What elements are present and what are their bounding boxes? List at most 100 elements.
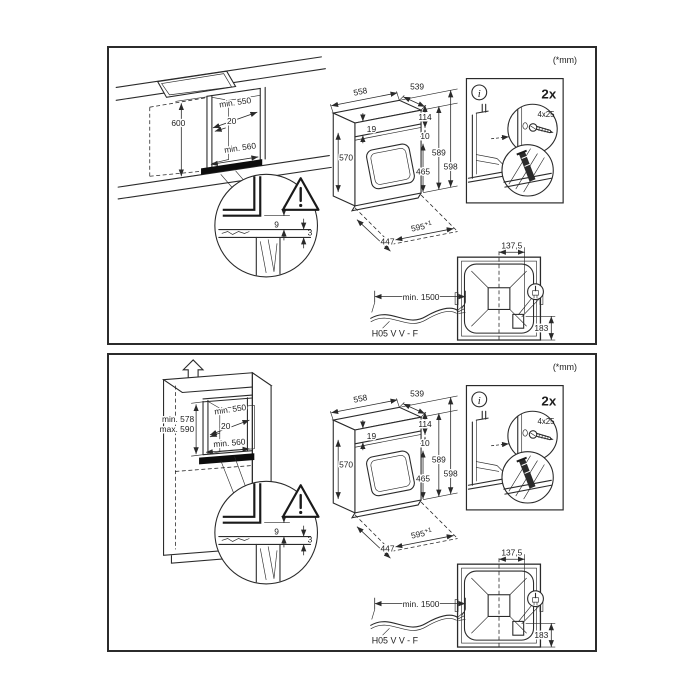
svg-text:183: 183 <box>534 630 548 640</box>
svg-text:570: 570 <box>339 459 353 469</box>
svg-text:539: 539 <box>410 388 424 398</box>
cabinet-stile-grain <box>255 543 281 583</box>
dim-trim-19: 19 <box>360 113 378 144</box>
cable-length-dim: min. 1500 <box>371 597 466 620</box>
dim-top-width-558: 558 <box>329 84 400 114</box>
svg-text:589: 589 <box>432 148 446 158</box>
svg-text:558: 558 <box>352 392 368 405</box>
cable-length-dim: min. 1500 <box>371 290 466 313</box>
dim-door-height-570: 570 <box>335 132 355 193</box>
right-side-dims: 114 10 465 589 598 <box>401 88 459 193</box>
svg-text:465: 465 <box>416 166 430 176</box>
oven-front-sketch <box>467 410 510 490</box>
dim-top-width-558: 558 <box>329 391 400 421</box>
svg-text:183: 183 <box>534 323 548 333</box>
power-cable-diagram: min. 1500 H05 V V - F <box>370 290 466 339</box>
cabinet-stile-grain <box>255 236 281 276</box>
plug-icon <box>517 283 544 318</box>
rear-view-diagram: 137,5 183 <box>454 240 556 343</box>
svg-text:465: 465 <box>416 473 430 483</box>
rear-view-diagram: 137,5 183 <box>454 547 556 650</box>
panel-column-installation: (*mm) min. 550 20 <box>107 353 597 652</box>
units-note: (*mm) <box>553 362 577 372</box>
svg-text:10: 10 <box>420 131 430 141</box>
svg-text:min. 550: min. 550 <box>214 402 248 416</box>
worktop-diagram: min. 550 20 min. 560 600 <box>115 56 332 200</box>
svg-text:3: 3 <box>308 534 313 544</box>
fixing-detail-circle <box>501 451 554 504</box>
rear-gap-detail: 9 3 <box>214 173 320 278</box>
svg-text:589: 589 <box>432 455 446 465</box>
svg-text:max. 590: max. 590 <box>160 424 195 434</box>
cable-type-label: H05 V V - F <box>372 636 419 646</box>
svg-text:570: 570 <box>339 152 353 162</box>
svg-text:137,5: 137,5 <box>501 240 522 250</box>
screw-in-wood-icon <box>518 458 536 489</box>
svg-text:10: 10 <box>420 438 430 448</box>
rear-gap-detail: 9 3 <box>214 480 320 585</box>
svg-text:114: 114 <box>418 112 432 122</box>
right-side-dims: 114 10 465 589 598 <box>401 395 459 500</box>
dim-trim-19: 19 <box>360 420 378 451</box>
screw-in-wood-icon <box>518 151 536 182</box>
gap-dim-3: 3 <box>300 525 313 556</box>
niche-height-dim: 600 <box>170 96 208 179</box>
cable-height-dim: 183 <box>525 316 556 341</box>
svg-text:19: 19 <box>367 431 377 441</box>
svg-text:600: 600 <box>171 118 185 128</box>
panel-worktop-installation: (*mm) min. 550 <box>107 46 597 345</box>
svg-text:114: 114 <box>418 419 432 429</box>
cable <box>370 611 466 631</box>
oven-door <box>366 450 415 497</box>
screw-icon <box>528 123 554 134</box>
mounting-info-box: i 2x 4x25 <box>465 77 564 204</box>
svg-text:min. 578: min. 578 <box>162 414 194 424</box>
svg-text:20: 20 <box>227 116 237 126</box>
svg-text:min. 560: min. 560 <box>213 436 246 449</box>
oven-door <box>366 143 415 190</box>
screw-detail-circle: 4x25 <box>507 410 558 462</box>
oven-front-sketch <box>467 103 510 183</box>
front-vent-strip <box>199 453 255 465</box>
cable-offset-dim: 137,5 <box>499 240 525 314</box>
svg-text:19: 19 <box>367 124 377 134</box>
svg-text:min. 550: min. 550 <box>219 95 253 109</box>
hob-cutout <box>156 70 237 98</box>
info-icon: i <box>471 84 488 101</box>
leader-dashed-arrow <box>491 441 509 448</box>
svg-text:137,5: 137,5 <box>501 547 522 557</box>
svg-text:558: 558 <box>352 85 368 98</box>
screw-size-label: 4x25 <box>537 417 555 426</box>
svg-text:min. 1500: min. 1500 <box>403 292 440 302</box>
warning-triangle-icon <box>281 177 320 211</box>
niche-sidegap-dim: 20 <box>209 420 232 438</box>
svg-text:598: 598 <box>444 161 458 171</box>
leader-dashed-arrow <box>491 134 509 141</box>
power-cable-diagram: min. 1500 H05 V V - F <box>370 597 466 646</box>
svg-text:min. 1500: min. 1500 <box>403 599 440 609</box>
warning-triangle-icon <box>281 484 320 518</box>
hidden-edges <box>175 385 253 550</box>
gap-dim-3: 3 <box>300 218 313 249</box>
niche-depth-dim: min. 550 <box>209 401 250 436</box>
niche-width-dim: min. 560 <box>205 435 250 455</box>
dim-niche-width-595: 595+1 <box>410 220 433 234</box>
dim-door-height-570: 570 <box>335 439 355 500</box>
hidden-edges <box>149 97 206 177</box>
info-icon: i <box>471 391 488 408</box>
svg-text:598: 598 <box>444 468 458 478</box>
screw-size-label: 4x25 <box>537 110 555 119</box>
units-note: (*mm) <box>553 55 577 65</box>
niche-sidegap-dim: 20 <box>214 114 238 132</box>
cable-type-label: H05 V V - F <box>372 329 419 339</box>
niche-depth-dim: min. 550 <box>212 94 258 129</box>
cable-offset-dim: 137,5 <box>499 547 525 621</box>
oven-isometric: 558 539 19 570 114 10 465 5 <box>329 80 459 252</box>
quantity-label: 2x <box>541 86 556 101</box>
cable-height-dim: 183 <box>525 623 556 648</box>
dim-floor-depth-447: 447 <box>381 543 395 553</box>
niche-floor-footprint: 595+1 447 <box>354 501 458 559</box>
cable <box>370 304 466 324</box>
svg-text:539: 539 <box>410 81 424 91</box>
niche-height-dim: min. 578 max. 590 <box>158 401 204 457</box>
